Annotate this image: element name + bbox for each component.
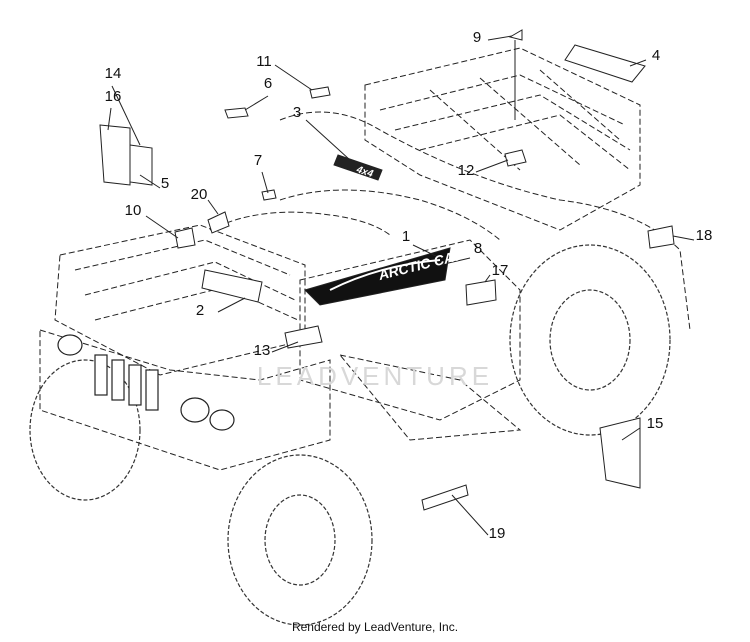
footrest-outline [338, 354, 522, 441]
decal-9 [508, 29, 523, 41]
front-rack-bars [74, 239, 299, 321]
front-left-wheel [29, 359, 141, 501]
front-rack-outline [54, 224, 306, 376]
decal-18 [647, 225, 675, 249]
badge-decal-shape [333, 154, 383, 181]
decal-15 [599, 417, 641, 489]
footer-credit: Rendered by LeadVenture, Inc. [291, 620, 459, 634]
watermark-text: LEADVENTURE [257, 361, 493, 391]
rear-right-wheel [509, 244, 671, 436]
handlebar-outline [209, 211, 391, 236]
rear-fender-outline [279, 111, 691, 331]
decals [99, 29, 675, 511]
callout-20: 20 [191, 186, 208, 203]
rear-right-hub [549, 289, 631, 391]
callout-13: 13 [254, 342, 271, 359]
callout-3: 3 [293, 104, 301, 121]
rear-rack-outline [364, 47, 641, 231]
decal-16 [99, 124, 131, 186]
callout-2: 2 [196, 302, 204, 319]
front-panel-decal [201, 269, 263, 303]
callout-11: 11 [256, 53, 272, 70]
callout-12: 12 [458, 162, 475, 179]
callout-9: 9 [473, 29, 481, 46]
decal-17 [465, 279, 497, 306]
rear-rack-crossbars [429, 69, 621, 171]
badge-decal-text: 4x4 [354, 164, 375, 180]
callout-14: 14 [105, 65, 122, 82]
callout-18: 18 [696, 227, 713, 244]
front-right-hub [264, 494, 336, 586]
callout-4: 4 [652, 47, 660, 64]
callout-8: 8 [474, 240, 482, 257]
front-right-wheel [227, 454, 373, 626]
callout-16: 16 [105, 88, 122, 105]
decal-10 [174, 227, 196, 249]
leader-lines [107, 35, 695, 536]
callout-6: 6 [264, 75, 272, 92]
callout-19: 19 [489, 525, 506, 542]
decal-13 [284, 325, 323, 349]
callout-1: 1 [402, 228, 410, 245]
decal-20 [207, 211, 230, 234]
decal-12 [504, 149, 527, 167]
front-grille [57, 334, 235, 431]
brand-decal-swoosh [329, 259, 441, 291]
callout-15: 15 [647, 415, 664, 432]
rear-rack-bars [379, 74, 631, 171]
front-body-outline [39, 329, 331, 471]
decal-14 [129, 144, 153, 186]
callout-5: 5 [161, 175, 169, 192]
decal-11 [309, 86, 331, 99]
callout-10: 10 [125, 202, 142, 219]
seat-outline [279, 189, 501, 241]
decal-19 [421, 484, 469, 511]
decal-4 [564, 44, 646, 83]
decal-6 [224, 107, 249, 119]
callout-7: 7 [254, 152, 262, 169]
side-panel-outline [299, 239, 521, 421]
callout-17: 17 [492, 262, 509, 279]
decal-7 [261, 189, 277, 201]
